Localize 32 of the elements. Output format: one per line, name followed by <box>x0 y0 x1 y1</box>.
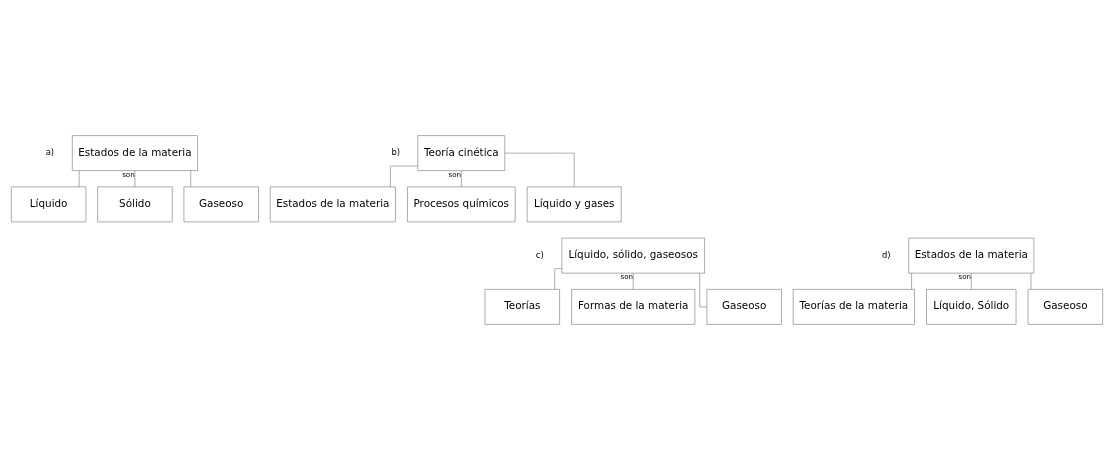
label: a) <box>45 147 55 158</box>
node-box: Procesos químicos <box>407 186 516 223</box>
node-box: Sólido <box>97 186 173 223</box>
node-box: Líquido <box>11 186 87 223</box>
connector <box>554 268 563 290</box>
node-box: Estados de la materia <box>908 237 1035 274</box>
node-box: Teorías de la materia <box>792 289 915 325</box>
label: c) <box>535 249 544 260</box>
node-box: Líquido y gases <box>526 186 622 223</box>
connector <box>390 165 419 188</box>
node-box: Gaseoso <box>1027 289 1103 325</box>
node-box: Gaseoso <box>183 186 259 223</box>
connector <box>632 272 634 290</box>
connector <box>78 170 80 188</box>
node-box: Estados de la materia <box>269 186 396 223</box>
connector <box>911 272 912 290</box>
label: d) <box>881 249 891 260</box>
connector <box>1030 272 1032 290</box>
node-box: Líquido, Sólido <box>926 289 1017 325</box>
node-box: Teoría cinética <box>417 135 506 171</box>
node-box: Teorías <box>484 289 560 325</box>
node-box: Estados de la materia <box>72 135 198 171</box>
connector <box>460 170 462 188</box>
node-box: Formas de la materia <box>571 289 696 325</box>
connector <box>134 170 136 188</box>
connector <box>970 272 972 290</box>
connector <box>504 152 575 188</box>
node-box: Gaseoso <box>706 289 782 325</box>
label: b) <box>391 147 401 158</box>
connector <box>190 170 192 188</box>
node-box: Líquido, sólido, gaseosos <box>561 237 705 274</box>
connector <box>699 272 707 308</box>
